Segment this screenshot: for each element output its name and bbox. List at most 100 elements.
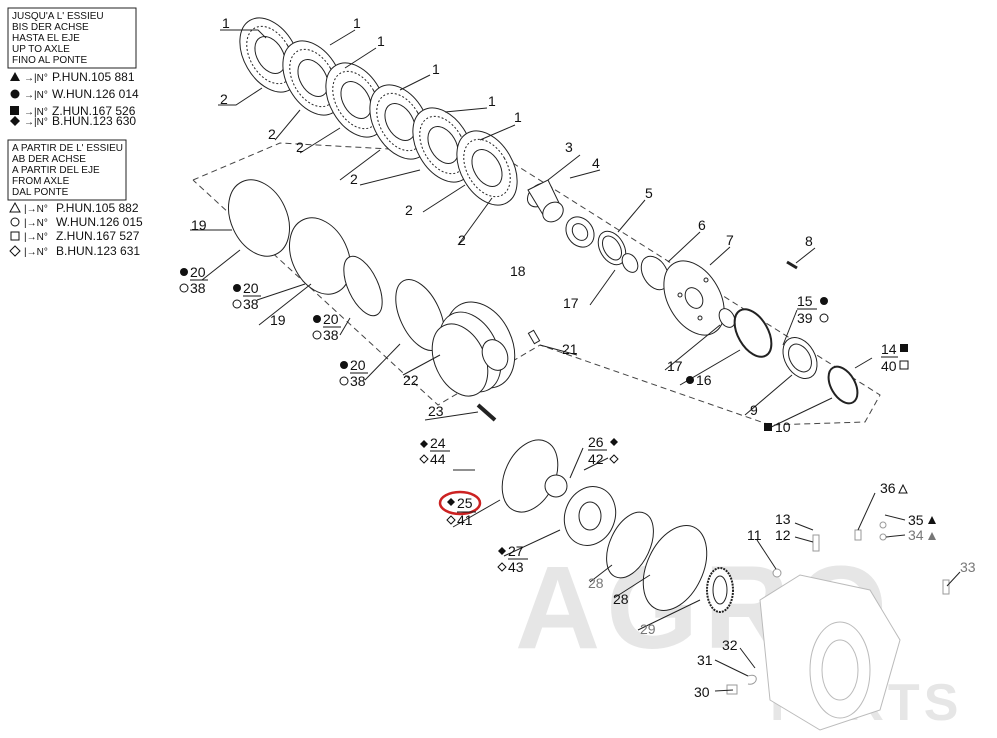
callout-26[interactable]: 26 [588, 434, 604, 450]
filled-circle-icon [233, 284, 241, 292]
callout-20[interactable]: 20 [190, 264, 206, 280]
clip [747, 674, 757, 685]
legend-arrow: |→N° [24, 204, 48, 215]
o-ring [343, 255, 383, 317]
callout-3[interactable]: 3 [565, 139, 573, 155]
callout-38[interactable]: 38 [243, 296, 259, 312]
callout-17[interactable]: 17 [563, 295, 579, 311]
callout-1[interactable]: 1 [432, 61, 440, 77]
legend-up-to-axle: JUSQU'A L' ESSIEU BIS DER ACHSE HASTA EL… [7, 7, 139, 128]
callout-1[interactable]: 1 [353, 15, 361, 31]
callout-24[interactable]: 24 [430, 435, 446, 451]
friction-disc [456, 130, 518, 206]
callout-1[interactable]: 1 [488, 93, 496, 109]
callout-14[interactable]: 14 [881, 341, 897, 357]
callout-5[interactable]: 5 [645, 185, 653, 201]
callout-2[interactable]: 2 [458, 232, 466, 248]
callout-17[interactable]: 17 [667, 358, 683, 374]
callout-38[interactable]: 38 [350, 373, 366, 389]
open-circle-icon [232, 299, 242, 309]
callout-44[interactable]: 44 [430, 451, 446, 467]
open-triangle-icon [898, 483, 908, 494]
callout-43[interactable]: 43 [508, 559, 524, 575]
callout-1[interactable]: 1 [514, 109, 522, 125]
callout-8[interactable]: 8 [805, 233, 813, 249]
filled-diamond-icon [10, 116, 20, 126]
callout-15[interactable]: 15 [797, 293, 813, 309]
legend-from-axle-box [7, 139, 127, 201]
callout-29[interactable]: 29 [640, 621, 656, 637]
callout-19[interactable]: 19 [191, 217, 207, 233]
callout-2[interactable]: 2 [405, 202, 413, 218]
o-ring [718, 308, 736, 328]
pin [786, 260, 798, 270]
ring-inner [602, 235, 622, 261]
callout-20-group: 20 38 [179, 264, 208, 296]
callout-36[interactable]: 36 [880, 480, 896, 496]
bolt [772, 568, 782, 578]
washer [879, 533, 887, 541]
piston [782, 337, 818, 379]
callout-13[interactable]: 13 [775, 511, 791, 527]
callout-15-group: 15 39 [797, 293, 829, 326]
callout-21[interactable]: 21 [562, 341, 578, 357]
callout-20-group: 20 38 [232, 280, 261, 312]
filled-circle-icon [686, 376, 694, 384]
callout-6[interactable]: 6 [698, 217, 706, 233]
callout-30[interactable]: 30 [694, 684, 710, 700]
friction-disc [412, 107, 474, 183]
callout-34[interactable]: 34 [908, 527, 924, 543]
callout-22[interactable]: 22 [403, 372, 419, 388]
legend-up-to-axle-box [7, 7, 137, 69]
clutch-disc-stack [239, 17, 518, 206]
callout-26-group: 26 42 [588, 434, 619, 467]
filled-diamond-icon [420, 440, 428, 448]
callout-31[interactable]: 31 [697, 652, 713, 668]
callout-19[interactable]: 19 [270, 312, 286, 328]
callout-10[interactable]: 10 [775, 419, 791, 435]
legend-serial: B.HUN.123 631 [56, 244, 140, 258]
callout-38[interactable]: 38 [323, 327, 339, 343]
legend-up-to-axle-line: JUSQU'A L' ESSIEU [12, 11, 104, 22]
filled-diamond-icon [447, 498, 455, 506]
callout-25[interactable]: 25 [457, 495, 473, 511]
clutch-hub [431, 301, 516, 397]
callout-32[interactable]: 32 [722, 637, 738, 653]
callout-1[interactable]: 1 [377, 33, 385, 49]
callout-2[interactable]: 2 [220, 91, 228, 107]
plug [942, 579, 950, 595]
callout-7[interactable]: 7 [726, 232, 734, 248]
open-triangle-icon [9, 201, 21, 213]
washer [879, 521, 887, 529]
callout-4[interactable]: 4 [592, 155, 600, 171]
callout-27[interactable]: 27 [508, 543, 524, 559]
callout-20[interactable]: 20 [323, 311, 339, 327]
callout-28[interactable]: 28 [588, 575, 604, 591]
callout-41[interactable]: 41 [457, 512, 473, 528]
o-ring-large [733, 308, 773, 358]
callout-18[interactable]: 18 [510, 263, 526, 279]
filled-square-icon [764, 423, 772, 431]
callout-28[interactable]: 28 [613, 591, 629, 607]
callout-2[interactable]: 2 [296, 139, 304, 155]
callout-20[interactable]: 20 [243, 280, 259, 296]
callout-33[interactable]: 33 [960, 559, 976, 575]
legend-up-to-axle-line: HASTA EL EJE [12, 33, 80, 44]
legend-arrow: →|N° [24, 90, 48, 101]
callout-40[interactable]: 40 [881, 358, 897, 374]
callout-2[interactable]: 2 [268, 126, 276, 142]
callout-9[interactable]: 9 [750, 402, 758, 418]
callout-39[interactable]: 39 [797, 310, 813, 326]
filled-circle-icon [313, 315, 321, 323]
legend-serial: P.HUN.105 882 [56, 201, 139, 215]
callout-12[interactable]: 12 [775, 527, 791, 543]
callout-16[interactable]: 16 [696, 372, 712, 388]
callout-11[interactable]: 11 [747, 527, 762, 543]
callout-2[interactable]: 2 [350, 171, 358, 187]
callout-1[interactable]: 1 [222, 15, 230, 31]
callout-42[interactable]: 42 [588, 451, 604, 467]
callout-35[interactable]: 35 [908, 512, 924, 528]
callout-38[interactable]: 38 [190, 280, 206, 296]
callout-23[interactable]: 23 [428, 403, 444, 419]
callout-20[interactable]: 20 [350, 357, 366, 373]
